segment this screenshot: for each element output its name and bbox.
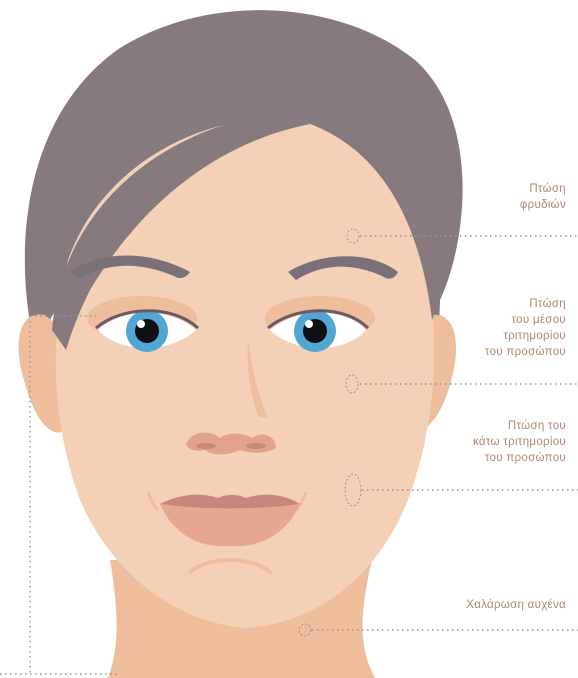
neck-laxity-label: Χαλάρωση αυχένα (466, 597, 566, 613)
midface-ptosis-label: Πτώση του μέσου τριτημορίου του προσώπου (485, 296, 566, 360)
upper-lip (160, 495, 300, 509)
lowerface-ptosis-label: Πτώση του κάτω τριτημορίου του προσώπου (473, 418, 566, 466)
brow-ptosis-label: Πτώση φρυδιών (520, 181, 566, 213)
